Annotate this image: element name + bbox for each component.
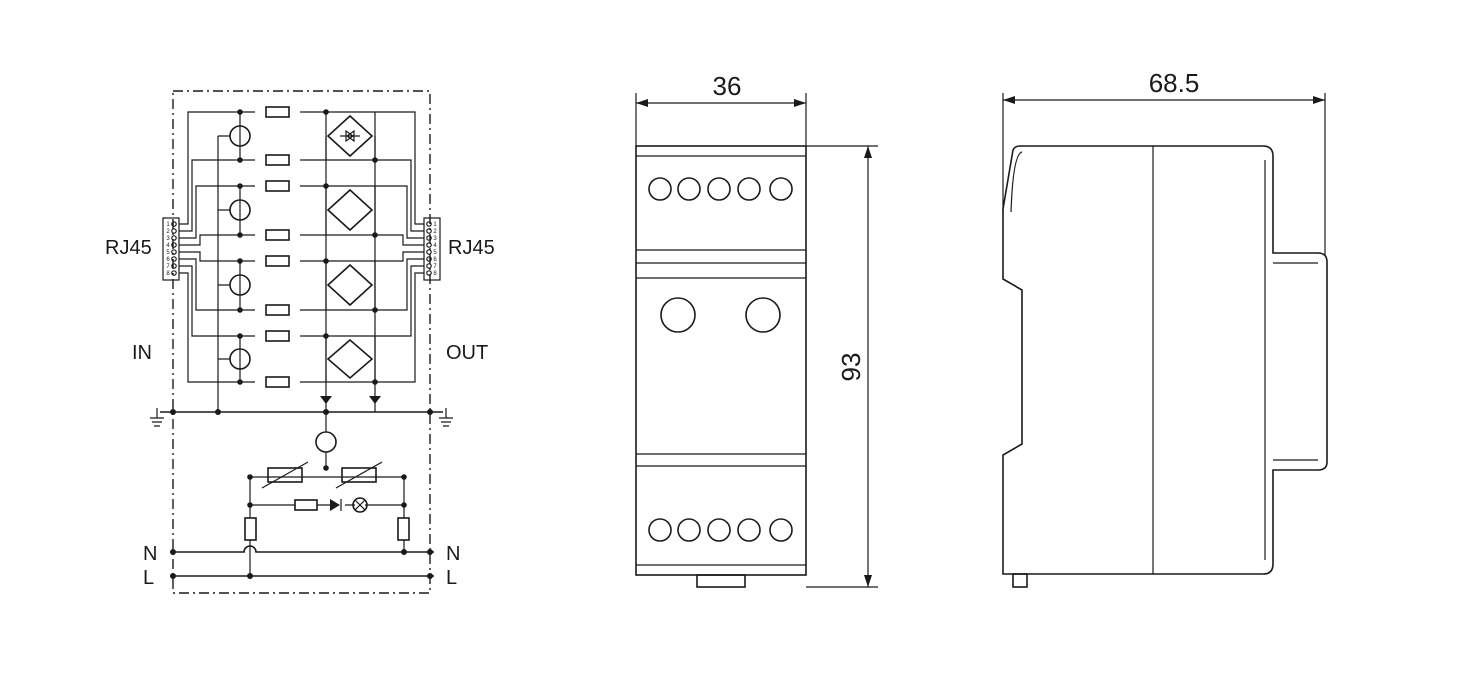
resistors [265,106,290,388]
left-rj45-connector [162,217,180,281]
out-label: OUT [446,342,488,364]
front-view: 36 93 [635,71,878,588]
right-live-label: L [446,567,457,589]
right-pin-number: 6 [433,257,437,263]
right-pin-number: 8 [433,271,437,277]
left-pin-number: 6 [166,257,170,263]
front-body [635,145,807,576]
width-dimension-label: 36 [713,71,742,101]
right-pin-number: 2 [433,229,437,235]
width-dimension-line [635,93,807,146]
left-pin-number: 1 [166,222,170,228]
side-body-outline [1002,145,1328,575]
left-neutral-label: N [143,543,157,565]
diode-bridges [320,112,381,412]
depth-dimension-label: 68.5 [1149,68,1200,98]
depth-dimension-line [1002,93,1326,255]
center-ports [660,297,781,333]
power-section [170,461,434,579]
right-pin-number: 3 [433,236,437,242]
junction-dots [170,109,433,415]
schematic: RJ45 RJ45 IN OUT N L N L [105,90,495,594]
ground-bus [150,408,453,468]
left-pin-number: 8 [166,271,170,277]
din-clip [696,574,746,588]
bottom-terminals [648,518,793,542]
in-label: IN [132,342,152,364]
gas-discharge-tubes [217,112,251,412]
signal-lines [179,111,424,383]
right-rj45-connector [423,217,441,281]
left-pin-number: 7 [166,264,170,270]
left-pin-number: 4 [166,243,170,249]
right-neutral-label: N [446,543,460,565]
left-live-label: L [143,567,154,589]
left-pin-number: 2 [166,229,170,235]
side-view: 68.5 [1002,68,1328,588]
right-connector-label: RJ45 [448,237,495,259]
enclosure-outline [172,90,431,594]
left-pin-number: 5 [166,250,170,256]
side-din-clip [1012,573,1028,588]
right-pin-number: 7 [433,264,437,270]
left-connector-label: RJ45 [105,237,152,259]
top-terminals [648,177,793,201]
left-pin-number: 3 [166,236,170,242]
right-pin-number: 4 [433,243,437,249]
height-dimension-line [806,145,878,588]
height-dimension-label: 93 [836,353,866,382]
right-pin-number: 5 [433,250,437,256]
right-pin-number: 1 [433,222,437,228]
